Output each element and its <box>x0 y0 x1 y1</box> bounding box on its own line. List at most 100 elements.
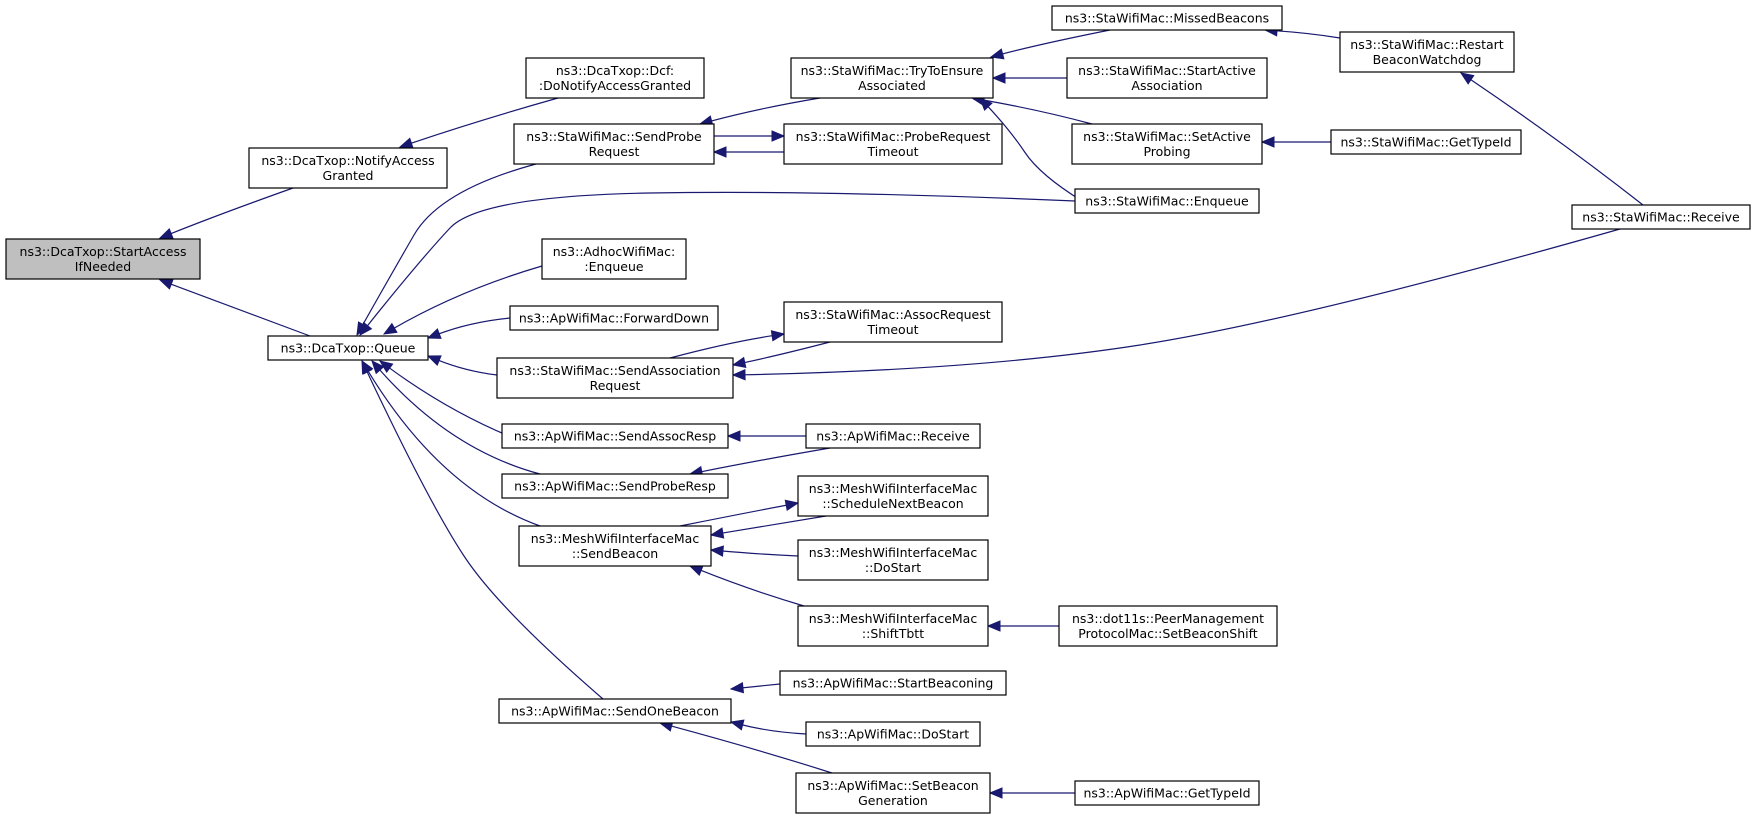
node-box <box>248 147 448 189</box>
function-node-sendproberesp[interactable]: ns3::ApWifiMac::SendProbeResp <box>501 473 729 499</box>
call-edge-apreceive-to-sendproberesp <box>688 447 831 478</box>
function-node-stagettypeid[interactable]: ns3::StaWifiMac::GetTypeId <box>1330 129 1522 155</box>
arrowhead-icon <box>979 97 993 112</box>
node-label: ns3::DcaTxop::Dcf: <box>556 63 674 78</box>
function-node-apreceive[interactable]: ns3::ApWifiMac::Receive <box>805 423 981 449</box>
edge-line <box>740 723 807 735</box>
function-node-stareceive[interactable]: ns3::StaWifiMac::Receive <box>1571 204 1751 230</box>
arrowhead-icon <box>712 146 727 158</box>
node-box <box>1330 129 1522 155</box>
node-label: ns3::ApWifiMac::SendAssocResp <box>514 429 716 444</box>
function-node-peermgmt[interactable]: ns3::dot11s::PeerManagementProtocolMac::… <box>1058 605 1278 647</box>
arrowhead-icon <box>770 330 786 342</box>
node-box <box>1058 605 1278 647</box>
call-edge-peermgmt-to-shifttbtt <box>986 620 1059 632</box>
node-box <box>501 423 729 449</box>
function-node-forwarddown[interactable]: ns3::ApWifiMac::ForwardDown <box>509 305 719 331</box>
node-box <box>797 475 989 517</box>
edge-line <box>699 447 831 473</box>
node-box <box>1071 123 1263 165</box>
function-node-apdostart[interactable]: ns3::ApWifiMac::DoStart <box>805 721 981 747</box>
node-box <box>525 57 705 99</box>
function-node-sendassocresp[interactable]: ns3::ApWifiMac::SendAssocResp <box>501 423 729 449</box>
function-node-queue[interactable]: ns3::DcaTxop::Queue <box>267 335 429 361</box>
edge-line <box>986 104 1083 202</box>
function-node-sendonebeacon[interactable]: ns3::ApWifiMac::SendOneBeacon <box>498 698 732 724</box>
edge-line <box>437 359 498 376</box>
node-label: Granted <box>323 168 374 183</box>
call-edge-meshsendbeacon-to-schednextbeacon <box>679 499 800 527</box>
call-edge-startbeaconing-to-sendonebeacon <box>729 681 781 694</box>
call-edge-startactiveassoc-to-trytoensure <box>991 72 1068 84</box>
function-node-schednextbeacon[interactable]: ns3::MeshWifiInterfaceMac::ScheduleNextB… <box>797 475 989 517</box>
edge-line <box>365 191 1076 328</box>
function-node-dcf[interactable]: ns3::DcaTxop::Dcf::DoNotifyAccessGranted <box>525 57 705 99</box>
edge-line <box>409 97 559 145</box>
node-label: ns3::MeshWifiInterfaceMac <box>531 531 700 546</box>
node-label: ::SendBeacon <box>572 546 658 561</box>
call-edge-sendonebeacon-to-queue <box>361 359 604 700</box>
node-label: ns3::DcaTxop::Queue <box>281 341 416 356</box>
node-box <box>267 335 429 361</box>
arrowhead-icon <box>729 681 745 694</box>
node-label: ns3::ApWifiMac::Receive <box>816 429 970 444</box>
node-label: ns3::ApWifiMac::StartBeaconing <box>793 676 994 691</box>
node-label: ns3::StaWifiMac::SendProbe <box>526 129 702 144</box>
function-node-startbeaconing[interactable]: ns3::ApWifiMac::StartBeaconing <box>779 670 1007 696</box>
function-node-meshdostart[interactable]: ns3::MeshWifiInterfaceMac::DoStart <box>797 539 989 581</box>
call-edge-staenqueue-to-queue <box>359 191 1076 337</box>
node-label: Association <box>1131 78 1202 93</box>
call-edge-adhocenq-to-queue <box>382 265 543 335</box>
node-label: ::ShiftTbtt <box>862 626 924 641</box>
call-edge-stareceive-to-sendassocreq <box>731 228 1621 381</box>
node-label: ProtocolMac::SetBeaconShift <box>1078 626 1258 641</box>
edge-line <box>1468 78 1644 206</box>
edge-line <box>366 369 541 527</box>
arrowhead-icon <box>771 130 786 142</box>
arrowhead-icon <box>158 228 174 239</box>
arrowhead-icon <box>1260 136 1275 148</box>
call-edge-apgettypeid-to-setbeacongen <box>988 787 1075 799</box>
edge-line <box>169 187 294 235</box>
function-node-notifyaccess[interactable]: ns3::DcaTxop::NotifyAccessGranted <box>248 147 448 189</box>
node-box <box>1066 57 1268 99</box>
call-edge-stagettypeid-to-setactiveprobing <box>1260 136 1331 148</box>
node-label: ns3::StaWifiMac::SendAssociation <box>509 363 720 378</box>
function-node-missedbeacons[interactable]: ns3::StaWifiMac::MissedBeacons <box>1051 5 1283 31</box>
function-node-staenqueue[interactable]: ns3::StaWifiMac::Enqueue <box>1074 188 1260 214</box>
edge-line <box>981 99 1093 125</box>
call-edge-schednextbeacon-to-meshsendbeacon <box>709 515 827 539</box>
edge-line <box>361 163 537 327</box>
node-label: Probing <box>1143 144 1190 159</box>
edge-line <box>378 368 541 475</box>
edge-line <box>437 317 511 336</box>
node-box <box>513 123 715 165</box>
node-label: Timeout <box>866 322 918 337</box>
arrowhead-icon <box>709 545 724 557</box>
node-label: ns3::ApWifiMac::SendOneBeacon <box>511 704 719 719</box>
edge-line <box>720 515 827 534</box>
function-node-apgettypeid[interactable]: ns3::ApWifiMac::GetTypeId <box>1074 780 1260 806</box>
node-label: ns3::StaWifiMac::AssocRequest <box>795 307 990 322</box>
node-box <box>783 123 1003 165</box>
function-node-shifttbtt[interactable]: ns3::MeshWifiInterfaceMac::ShiftTbtt <box>797 605 989 647</box>
node-box <box>518 525 712 567</box>
node-label: :DoNotifyAccessGranted <box>539 78 691 93</box>
arrowhead-icon <box>726 430 741 442</box>
edge-line <box>742 228 1621 376</box>
function-node-meshsendbeacon[interactable]: ns3::MeshWifiInterfaceMac::SendBeacon <box>518 525 712 567</box>
arrowhead-icon <box>158 279 174 290</box>
function-node-adhocenq[interactable]: ns3::AdhocWifiMac::Enqueue <box>541 238 687 280</box>
node-label: ::DoStart <box>865 560 921 575</box>
arrowhead-icon <box>991 72 1006 84</box>
